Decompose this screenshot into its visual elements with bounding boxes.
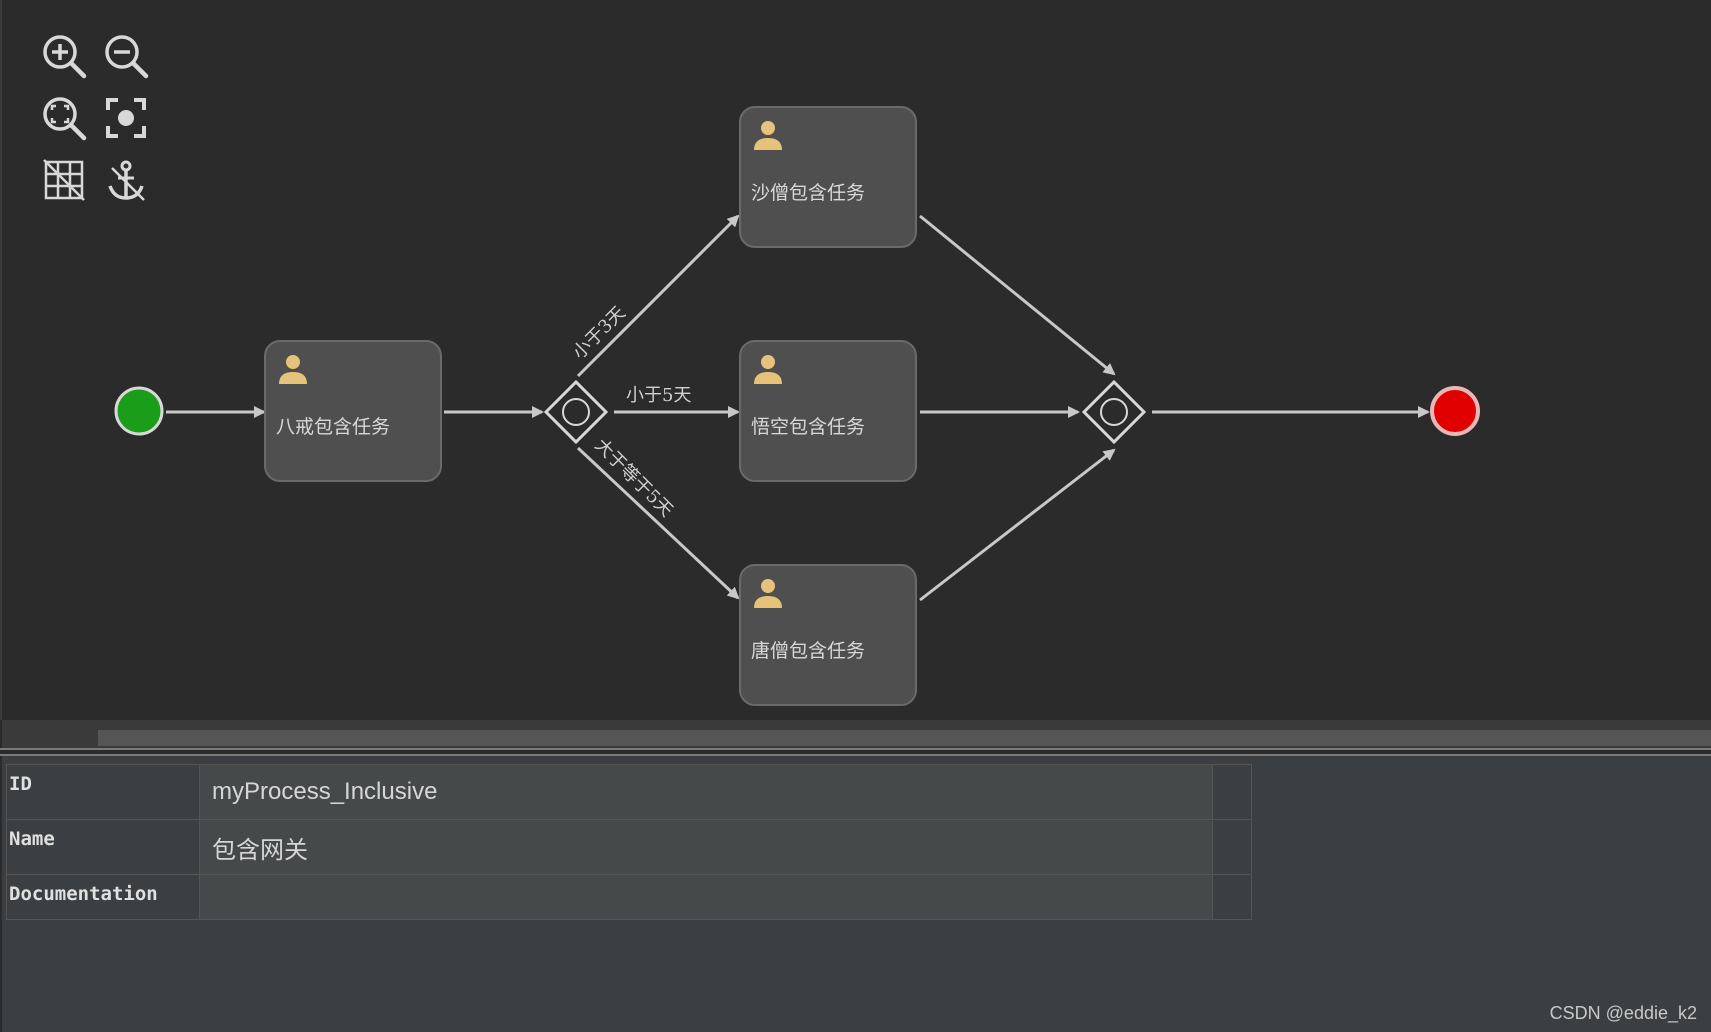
properties-panel: ID myProcess_Inclusive Name 包含网关 Documen… [0, 756, 1711, 1032]
property-key: ID [6, 764, 200, 820]
zoom-in-icon[interactable] [40, 32, 90, 82]
user-icon [754, 579, 782, 608]
task-tangseng[interactable]: 唐僧包含任务 [739, 564, 917, 706]
zoom-out-icon[interactable] [102, 32, 152, 82]
task-label: 八戒包含任务 [276, 416, 391, 438]
grid-icon[interactable] [40, 156, 90, 206]
id-field[interactable]: myProcess_Inclusive [199, 764, 1213, 820]
user-icon [754, 121, 782, 150]
inclusive-gateway-split[interactable] [543, 379, 609, 445]
edge-tangseng-to-join[interactable] [919, 448, 1116, 602]
panel-splitter[interactable] [0, 748, 1711, 756]
property-row-name: Name 包含网关 [6, 819, 1252, 875]
property-extra-cell[interactable] [1212, 819, 1252, 875]
properties-table: ID myProcess_Inclusive Name 包含网关 Documen… [6, 764, 1252, 920]
property-extra-cell[interactable] [1212, 874, 1252, 920]
center-icon[interactable] [102, 94, 152, 144]
name-field[interactable]: 包含网关 [199, 819, 1213, 875]
task-wukong[interactable]: 悟空包含任务 [739, 340, 917, 482]
process-diagram: 小于3天 小于5天 大于等于5天 [114, 214, 1480, 602]
anchor-icon[interactable] [102, 156, 152, 206]
property-key: Documentation [6, 874, 200, 920]
task-label: 悟空包含任务 [751, 416, 866, 438]
edge-shaseng-to-join[interactable] [919, 214, 1116, 376]
task-bajie[interactable]: 八戒包含任务 [264, 340, 442, 482]
zoom-fit-icon[interactable] [40, 94, 90, 144]
property-row-id: ID myProcess_Inclusive [6, 764, 1252, 820]
edge-ge5-line[interactable] [576, 446, 740, 600]
end-event[interactable] [1430, 386, 1480, 436]
watermark-text: CSDN @eddie_k2 [1549, 1003, 1697, 1023]
edge-ge5: 大于等于5天 [590, 435, 677, 522]
inclusive-gateway-join[interactable] [1081, 379, 1147, 445]
user-icon [754, 355, 782, 384]
edge-lt3-line[interactable] [576, 214, 740, 378]
edge-lt5: 小于5天 [626, 385, 691, 406]
property-key: Name [6, 819, 200, 875]
start-event[interactable] [114, 386, 164, 436]
bpmn-canvas[interactable]: 小于3天 小于5天 大于等于5天 八戒包含任务 [0, 0, 1711, 720]
task-shaseng[interactable]: 沙僧包含任务 [739, 106, 917, 248]
property-extra-cell[interactable] [1212, 764, 1252, 820]
property-row-documentation: Documentation [6, 874, 1252, 920]
task-label: 唐僧包含任务 [751, 640, 866, 662]
task-label: 沙僧包含任务 [751, 182, 866, 204]
horizontal-scrollbar-thumb[interactable] [98, 730, 1711, 746]
documentation-field[interactable] [199, 874, 1213, 920]
user-icon [279, 355, 307, 384]
